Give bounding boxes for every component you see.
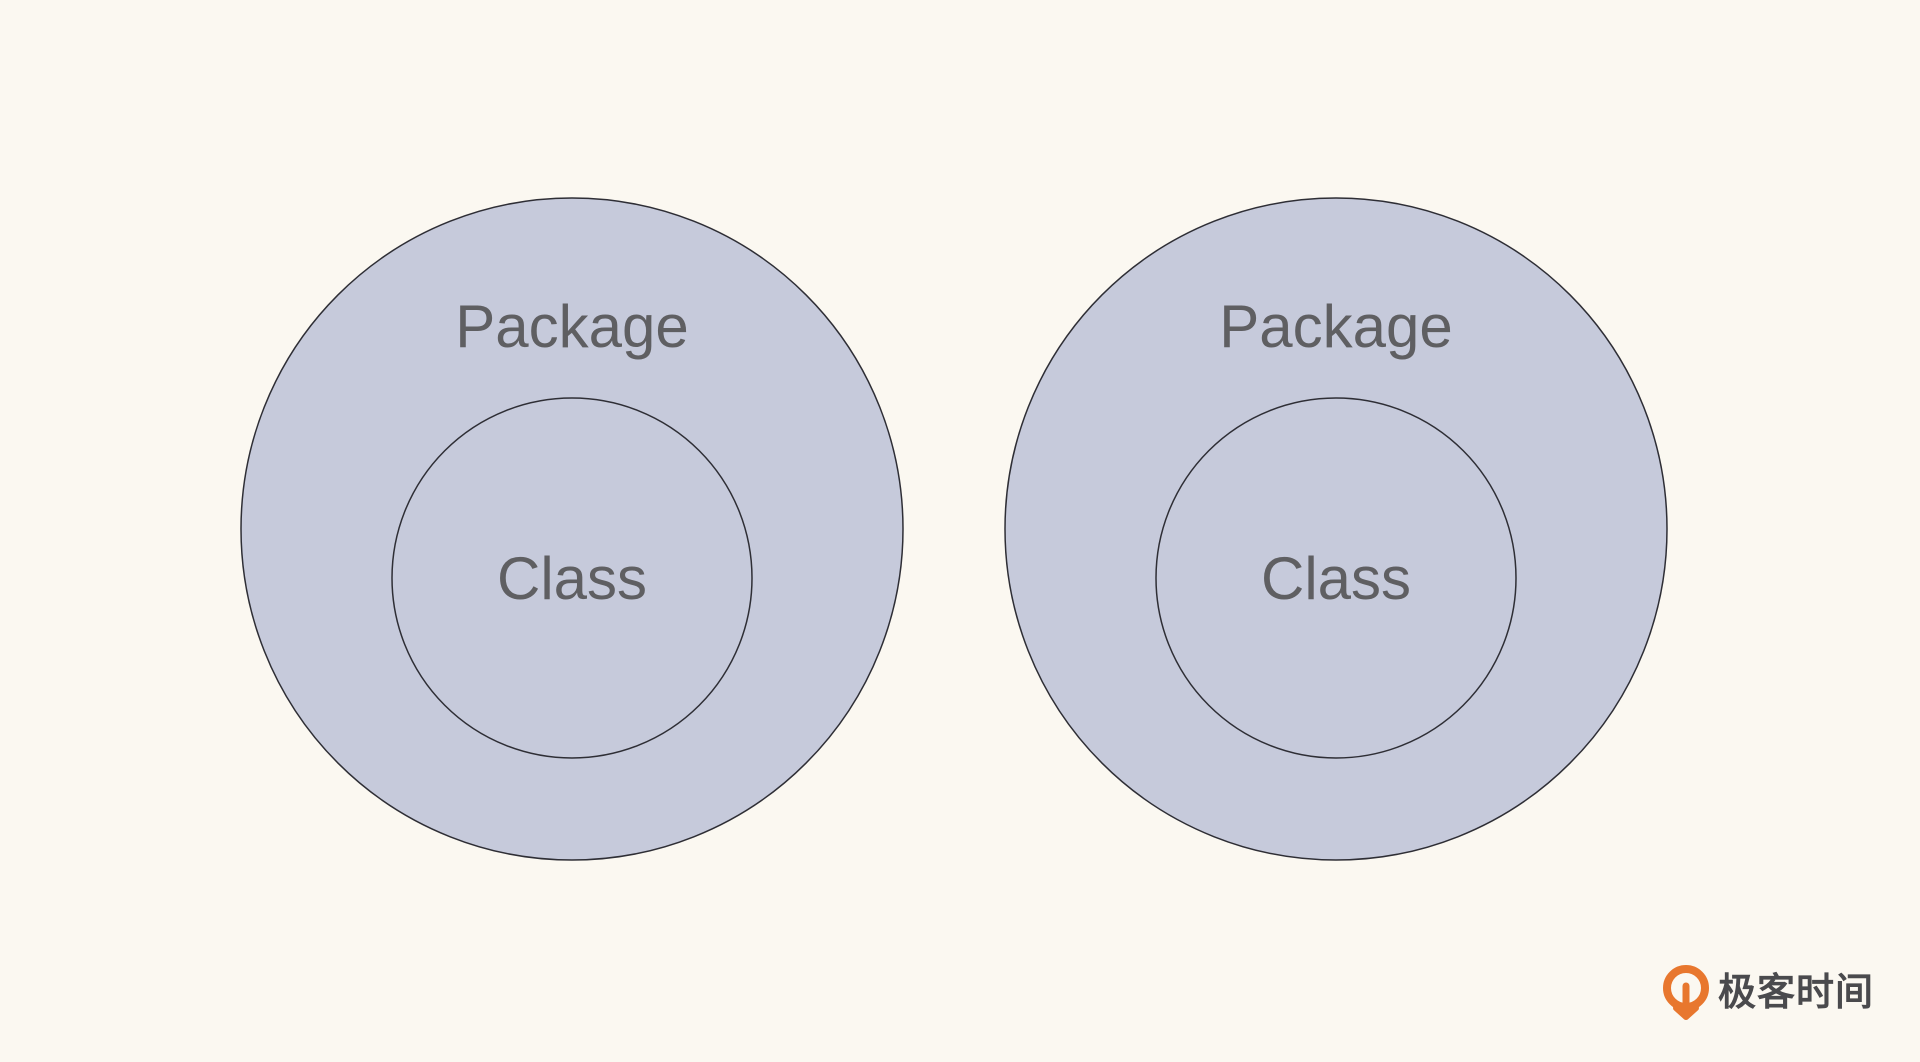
class-label-right: Class: [1261, 545, 1411, 612]
package-group-left: Package Class: [240, 197, 904, 861]
geektime-logo-icon: [1663, 965, 1709, 1020]
brand-name: 极客时间: [1718, 970, 1875, 1014]
package-label-right: Package: [1219, 293, 1453, 360]
package-group-right: Package Class: [1004, 197, 1668, 861]
class-circle-right: [1155, 397, 1517, 759]
class-circle-left: [391, 397, 753, 759]
class-label-left: Class: [497, 545, 647, 612]
package-label-left: Package: [455, 293, 689, 360]
brand-watermark: 极客时间: [1662, 964, 1874, 1020]
